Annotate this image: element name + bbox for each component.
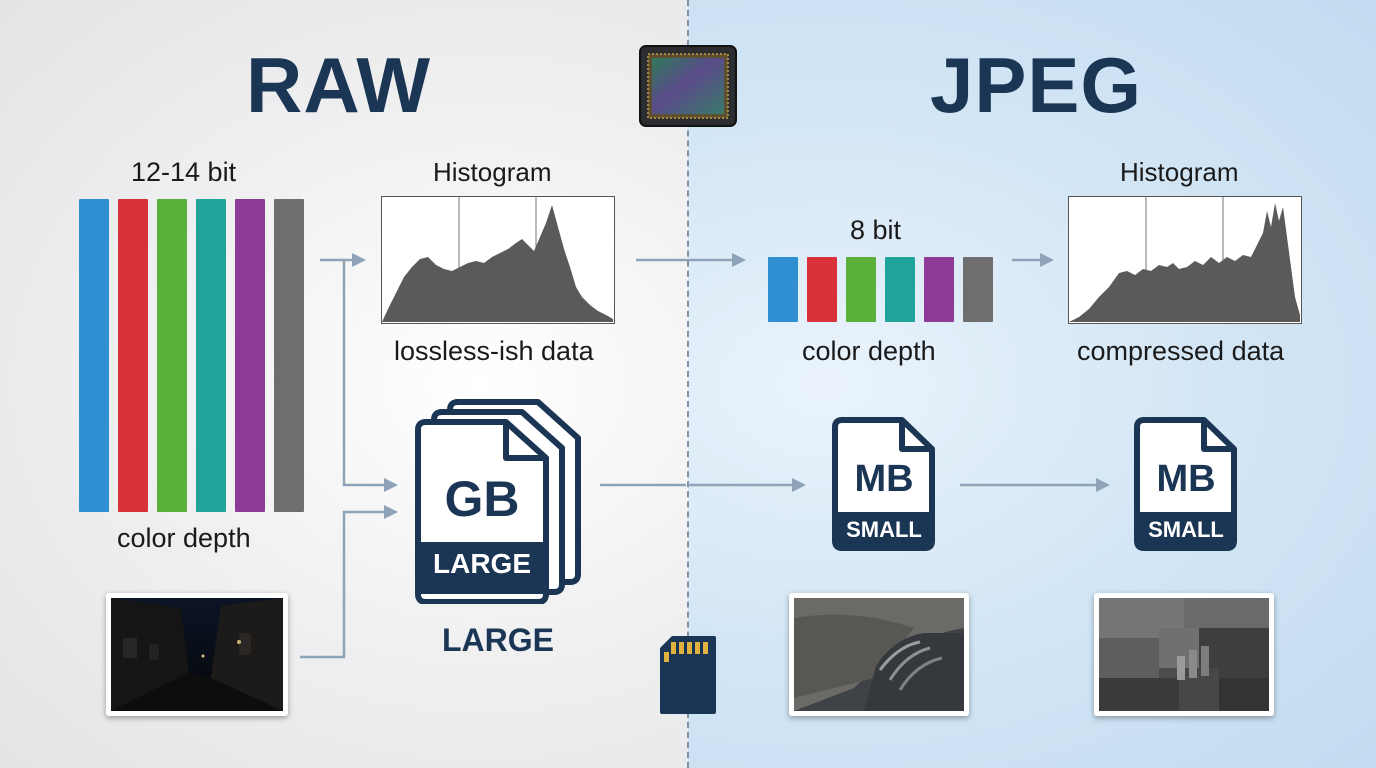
raw-histogram-title: Histogram (433, 157, 552, 187)
raw-bar-purple (235, 199, 265, 512)
raw-color-bars (79, 199, 304, 512)
jpeg-bar-gray (963, 257, 993, 322)
raw-bar-gray (274, 199, 304, 512)
jpeg-histogram-title: Histogram (1120, 157, 1239, 187)
jpeg-bar-green (846, 257, 876, 322)
file-stack-icon (415, 399, 581, 604)
raw-photo-thumbnail (106, 593, 288, 716)
raw-bar-red (118, 199, 148, 512)
jpeg-file2-unit: MB (1156, 458, 1216, 500)
raw-title: RAW (246, 41, 431, 129)
raw-histogram-curve (382, 205, 613, 322)
raw-bar-teal (196, 199, 226, 512)
jpeg-file2-band: SMALL (1148, 517, 1224, 542)
raw-file-unit: GB (444, 471, 520, 527)
sd-card-icon (660, 636, 716, 714)
file-icon (832, 417, 935, 551)
jpeg-bar-blue (768, 257, 798, 322)
jpeg-bar-teal (885, 257, 915, 322)
jpeg-color-depth-label: color depth (802, 336, 936, 366)
raw-connector-arrows (300, 253, 686, 659)
camera-sensor-icon (639, 45, 737, 127)
raw-bar-green (157, 199, 187, 512)
raw-bit-label: 12-14 bit (131, 157, 237, 187)
jpeg-photo-thumbnail (789, 593, 969, 716)
raw-file-band: LARGE (433, 548, 531, 579)
jpeg-file1-unit: MB (854, 458, 914, 500)
jpeg-bit-label: 8 bit (850, 215, 902, 245)
raw-color-depth-label: color depth (117, 523, 251, 553)
jpeg-compressed-photo-thumbnail (1094, 593, 1274, 716)
raw-bar-blue (79, 199, 109, 512)
jpeg-histogram (1068, 196, 1302, 324)
raw-size-label: LARGE (442, 622, 554, 658)
raw-histogram-caption: lossless-ish data (394, 336, 594, 366)
jpeg-file1-band: SMALL (846, 517, 922, 542)
jpeg-histogram-caption: compressed data (1077, 336, 1285, 366)
jpeg-bar-red (807, 257, 837, 322)
panel-divider (687, 0, 689, 768)
jpeg-color-bars (768, 257, 993, 322)
file-icon (1134, 417, 1237, 551)
jpeg-bar-purple (924, 257, 954, 322)
jpeg-histogram-curve (1069, 203, 1300, 322)
raw-histogram (381, 196, 615, 324)
jpeg-title: JPEG (930, 41, 1143, 129)
